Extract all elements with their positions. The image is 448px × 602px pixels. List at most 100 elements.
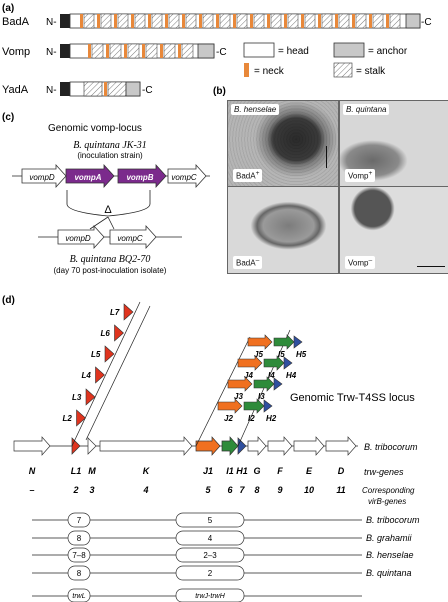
trwl-copy-arrow <box>86 389 95 405</box>
gene-m <box>88 438 96 454</box>
gene-f <box>268 437 292 455</box>
legend-neck-swatch <box>244 63 249 77</box>
trwjh-copy-count: 2–3 <box>203 551 217 560</box>
copy-row-species: B. tribocorum <box>366 515 420 525</box>
deletion-join-left <box>90 217 108 229</box>
gene-g <box>248 437 266 455</box>
copy-row-species: B. grahamii <box>366 533 413 543</box>
trwjih-copy-label: I2 <box>248 414 255 423</box>
trw-genes-label: trw-genes <box>364 467 404 477</box>
trw-gene-letter: H1 <box>236 466 248 476</box>
trwl-copy-count: 8 <box>77 569 82 578</box>
gene-j1 <box>196 437 220 455</box>
trwj-copy-arrow <box>218 399 242 413</box>
bada-neck <box>369 14 372 28</box>
bada-name: BadA <box>2 16 30 28</box>
trw-gene-letter: D <box>338 466 345 476</box>
bada-neck <box>335 14 338 28</box>
trwl-copy-arrow <box>115 325 124 341</box>
em-title-quintana: B. quintana <box>343 104 389 115</box>
trw-gene-letter: I1 <box>226 466 234 476</box>
trwh-copy-arrow <box>264 400 272 412</box>
bada-stalk <box>237 14 247 28</box>
bottom-trwjh: trwJ-trwH <box>195 593 225 600</box>
trwi-copy-arrow <box>274 335 294 349</box>
gene-vompc-deleted-label: vompC <box>117 234 143 243</box>
vomp-signal-peptide <box>60 44 70 58</box>
species-main: B. tribocorum <box>364 442 418 452</box>
vomp-anchor <box>198 44 214 58</box>
trwl-copy-arrow <box>124 304 133 320</box>
bada-stalk <box>271 14 281 28</box>
trwjih-stack: J5I5H5J4I4H4J3I3J2I2H2 <box>218 335 307 423</box>
trw-gene-letter: F <box>277 466 283 476</box>
vomp-c-term: -C <box>216 47 227 58</box>
bada-stalk <box>84 14 94 28</box>
bada-signal-peptide <box>60 14 70 28</box>
bada-stalk <box>305 14 315 28</box>
trwl-copy-arrow <box>77 410 86 426</box>
trw-gene-letter: G <box>253 466 260 476</box>
bada-neck <box>301 14 304 28</box>
strain1-note: (inoculation strain) <box>77 151 143 160</box>
bada-stalk <box>288 14 298 28</box>
deletion-join-right <box>108 217 114 229</box>
bada-stalk <box>118 14 128 28</box>
vomp-neck <box>106 44 109 58</box>
bada-stalk <box>152 14 162 28</box>
vomp-stalk <box>182 44 193 58</box>
gene-d <box>326 437 356 455</box>
bada-n-term: N- <box>46 17 57 28</box>
gene-vompd-label: vompD <box>29 173 55 182</box>
panel-a-label: (a) <box>2 3 14 14</box>
virb-gene-number: 10 <box>304 485 314 495</box>
virb-gene-number: 5 <box>205 485 211 495</box>
vomp-stalk <box>92 44 103 58</box>
trwl-copy-label: L3 <box>72 393 82 402</box>
virb-label-line2: virB-genes <box>368 497 406 506</box>
gene-h1 <box>238 438 246 454</box>
bada-neck <box>216 14 219 28</box>
gene-vompa-label: vompA <box>74 173 101 182</box>
bada-stalk <box>220 14 230 28</box>
bada-neck <box>267 14 270 28</box>
bada-neck <box>114 14 117 28</box>
bada-neck <box>97 14 100 28</box>
trwl-copy-count: 7 <box>77 516 82 525</box>
trwl-copy-count: 8 <box>77 534 82 543</box>
bottom-trwl: trwL <box>72 593 85 600</box>
panel-d-label: (d) <box>2 295 15 306</box>
legend-anchor: = anchor <box>368 46 408 57</box>
copy-row-species: B. quintana <box>366 568 412 578</box>
bada-stalk <box>322 14 332 28</box>
bada-repeats <box>80 14 400 28</box>
bada-stalk <box>356 14 366 28</box>
bada-stalk <box>186 14 196 28</box>
trwjih-copy-label: J2 <box>224 414 233 423</box>
virb-genes-label: Corresponding virB-genes <box>362 486 417 506</box>
trw-gene-letter: K <box>143 466 151 476</box>
trw-gene-letter: L1 <box>71 466 82 476</box>
yada-signal-peptide <box>60 82 70 96</box>
bada-stalk <box>390 14 400 28</box>
trwh-copy-arrow <box>274 378 282 390</box>
virb-gene-number: 6 <box>227 485 233 495</box>
deletion-symbol: Δ <box>104 204 112 216</box>
vomp-neck <box>88 44 91 58</box>
virb-gene-number: 4 <box>142 485 148 495</box>
legend-stalk: = stalk <box>356 66 386 77</box>
virb-gene-number: 7 <box>239 485 245 495</box>
yada-anchor <box>126 82 140 96</box>
bada-neck <box>199 14 202 28</box>
strain1: B. quintana JK-31 <box>73 140 147 151</box>
trwj-copy-arrow <box>248 335 272 349</box>
em-vompplus: B. quintana Vomp+ <box>339 100 448 187</box>
yada-name: YadA <box>2 84 29 96</box>
trwjh-copy-count: 5 <box>208 516 213 525</box>
trwl-copy-label: L2 <box>63 414 73 423</box>
trwjh-copy-count: 4 <box>208 534 213 543</box>
em-label-vompplus: Vomp+ <box>345 169 375 182</box>
